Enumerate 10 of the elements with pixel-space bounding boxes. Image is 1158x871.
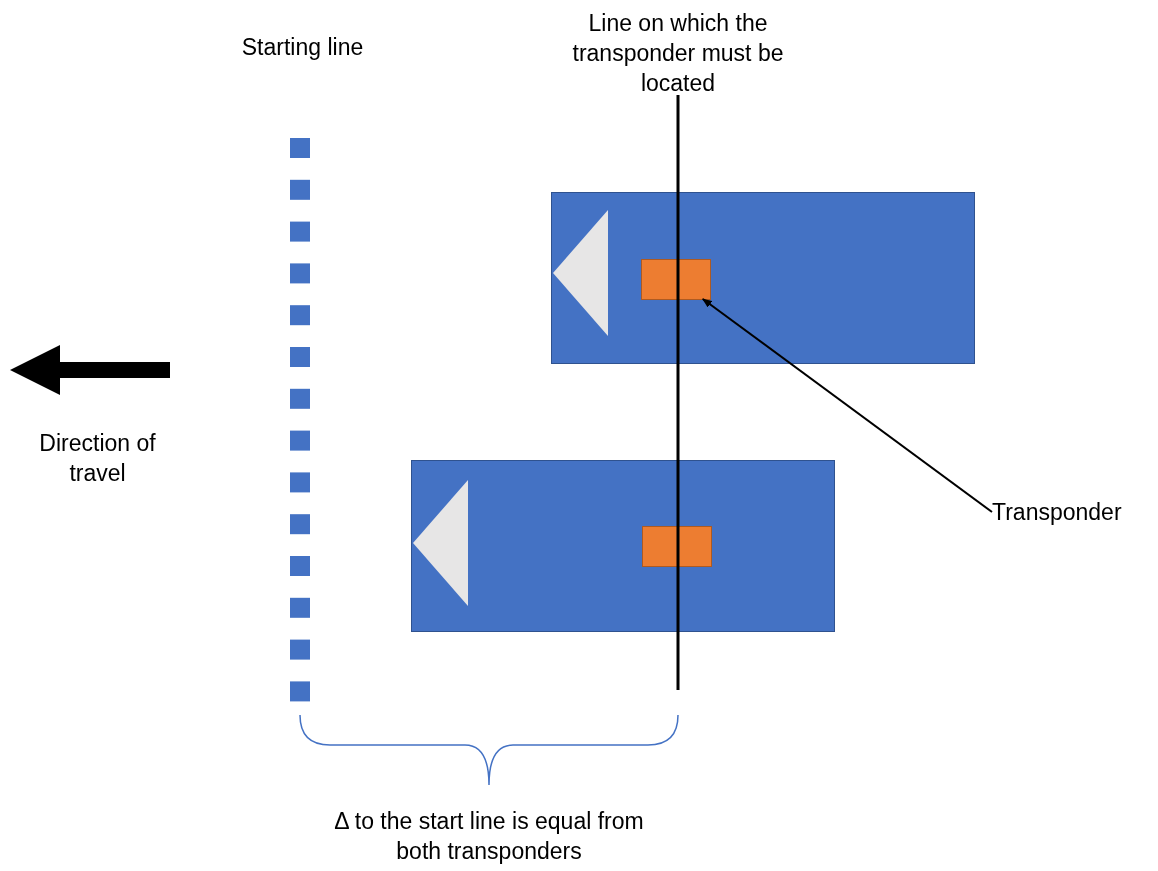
reference-line-label: Line on which the transponder must be located [571,9,785,98]
leader-line [701,298,993,513]
transponder-label: Transponder [992,495,1157,529]
starting-line-label: Starting line [240,33,365,62]
delta-note: Δ to the start line is equal from both transponders [333,807,645,866]
direction-label: Direction of travel [38,429,157,488]
vehicle-body [551,192,975,364]
transponder-block [641,259,711,300]
vehicle-body [411,460,835,632]
transponder-block [642,526,712,567]
